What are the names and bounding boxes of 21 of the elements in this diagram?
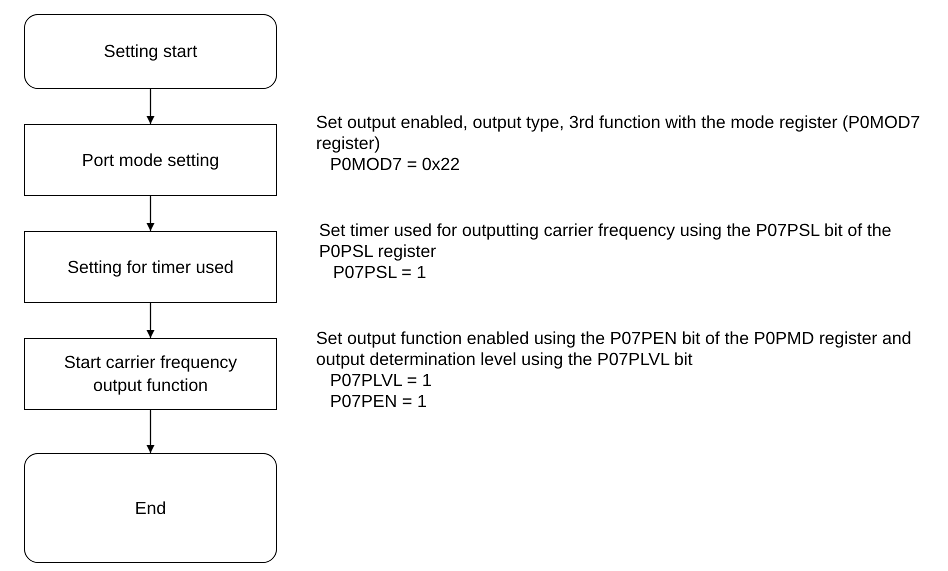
process-box	[24, 338, 277, 410]
description-text: Set timer used for outputting carrier frequency using the P07PSL bit of the P0PSL register	[319, 220, 892, 262]
node-label: Port mode setting	[82, 148, 220, 172]
node-label: Setting start	[104, 40, 198, 63]
node-label: Setting for timer used	[67, 256, 234, 278]
arrow	[146, 89, 154, 124]
arrow	[146, 410, 154, 453]
arrow	[146, 303, 154, 338]
process-box	[24, 231, 277, 303]
code-line: P07PEN = 1	[329, 391, 428, 412]
code-line: P07PSL = 1	[332, 262, 428, 283]
node-label: Start carrier frequency output function	[62, 351, 238, 397]
code-line: P07PLVL = 1	[329, 370, 433, 391]
description-text: Set output function enabled using the P07PEN bit of the P0PMD register and output determination level using the P07PLVL bit	[316, 328, 912, 370]
arrow	[146, 196, 154, 231]
description-text: Set output enabled, output type, 3rd function with the mode register (P0MOD7 register)	[316, 112, 922, 154]
terminal-box	[24, 453, 277, 563]
code-line: P0MOD7 = 0x22	[329, 154, 461, 175]
terminal-box	[24, 14, 277, 89]
process-box	[24, 124, 277, 196]
node-label: End	[134, 496, 166, 520]
